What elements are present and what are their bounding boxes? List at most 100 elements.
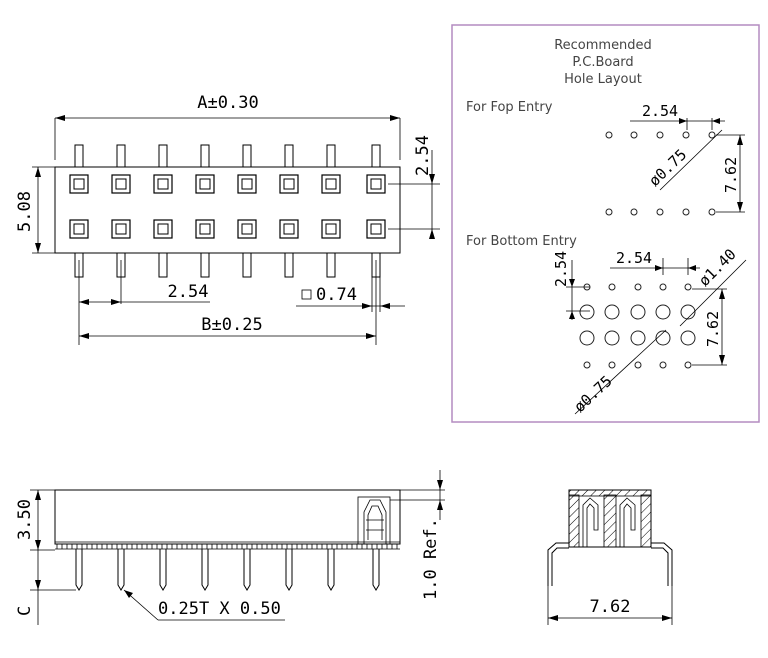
contact-outer <box>366 174 386 194</box>
top-pin-stubs <box>74 144 381 168</box>
top-view: A±0.30 2.54 5.08 2.54 0.74 <box>15 93 440 345</box>
bottom-entry-pitch-h-label: 2.54 <box>616 249 652 267</box>
arrow <box>35 167 41 177</box>
end-wall-left <box>568 494 580 548</box>
contact-outer <box>195 174 215 194</box>
pin-stub <box>371 144 381 168</box>
top-entry-pitch-label: 2.54 <box>642 102 678 120</box>
bottom-entry-holes <box>579 283 696 369</box>
contact-inner <box>199 223 211 235</box>
end-view: 7.62 <box>547 489 673 625</box>
pcb-hole-large <box>630 330 646 346</box>
end-leg-left-inner <box>551 547 569 586</box>
arrow <box>688 265 696 271</box>
pcb-hole-small <box>682 131 690 139</box>
dim-pitch-v-label: 2.54 <box>413 135 433 176</box>
pin-stub <box>200 144 210 168</box>
contact-outer <box>237 219 257 239</box>
arrow <box>366 333 376 339</box>
contact-inner <box>283 223 295 235</box>
contact-outer <box>237 174 257 194</box>
top-entry-label: For Fop Entry <box>466 100 553 115</box>
pcb-hole-large <box>655 330 671 346</box>
pcb-hole-large <box>680 330 696 346</box>
contact-outer <box>111 174 131 194</box>
side-view: 3.50 C 0.25T X 0.50 1.0 Ref. <box>15 470 445 625</box>
end-width-label: 7.62 <box>590 597 631 617</box>
end-leg-right-outer <box>651 542 673 586</box>
pin-stub <box>284 144 294 168</box>
arrow <box>569 311 575 319</box>
arrow <box>437 500 443 510</box>
pcb-hole-small <box>656 208 664 216</box>
dim-pitch-h-label: 2.54 <box>168 282 209 302</box>
pcb-hole-large <box>680 304 696 320</box>
contact-inner <box>325 223 337 235</box>
arrow <box>35 580 41 590</box>
pcb-hole-small <box>659 283 667 291</box>
arrow <box>79 333 89 339</box>
arrow <box>35 490 41 500</box>
contact-outer <box>69 174 89 194</box>
pcb-layout-frame <box>451 24 760 423</box>
pin-stub <box>326 144 336 168</box>
contact-inner <box>241 223 253 235</box>
arrow <box>124 590 133 598</box>
contact-outer <box>321 174 341 194</box>
arrow <box>35 540 41 550</box>
bottom-entry-large-dia-label: ø1.40 <box>695 245 740 290</box>
contact-inner <box>370 178 382 190</box>
contact-grid <box>69 174 386 239</box>
end-contact-left <box>582 497 599 547</box>
arrow <box>55 115 65 121</box>
connector-body-outline <box>54 166 401 254</box>
arrow <box>429 229 435 239</box>
contact-outer <box>195 219 215 239</box>
arrow <box>111 299 121 305</box>
pcb-hole-small <box>634 283 642 291</box>
pin-tail <box>200 252 210 278</box>
arrow <box>437 480 443 490</box>
contact-inner <box>199 178 211 190</box>
pcb-hole-large <box>655 304 671 320</box>
pcb-hole-small <box>684 283 692 291</box>
pin-tail <box>242 252 252 278</box>
pcb-hole-small <box>608 283 616 291</box>
pin-stub <box>116 144 126 168</box>
side-pin <box>201 549 209 591</box>
end-leg-left-outer <box>547 542 569 586</box>
pcb-hole-small <box>583 361 591 369</box>
pcb-hole-small <box>608 361 616 369</box>
arrow <box>79 299 89 305</box>
pcb-hole-small <box>708 131 716 139</box>
contact-outer <box>321 219 341 239</box>
pcb-title-line-2: P.C.Board <box>572 55 633 70</box>
pin-callout-label: 0.25T X 0.50 <box>158 599 281 619</box>
dim-height-label: 5.08 <box>15 191 35 232</box>
contact-inner <box>115 178 127 190</box>
contact-inner <box>115 223 127 235</box>
contact-inner <box>283 178 295 190</box>
pcb-hole-large <box>630 304 646 320</box>
contact-inner <box>157 223 169 235</box>
side-pin <box>372 549 380 591</box>
pcb-title-line-1: Recommended <box>554 38 652 53</box>
contact-outer <box>279 219 299 239</box>
arrow <box>362 303 372 309</box>
dim-b-label: B±0.25 <box>201 315 262 335</box>
pcb-hole-small <box>605 131 613 139</box>
bottom-entry-pitch-v-label: 2.54 <box>552 251 570 287</box>
pin-tail <box>284 252 294 278</box>
pcb-hole-small <box>605 208 613 216</box>
end-wall-right <box>640 494 652 548</box>
contact-inner <box>73 223 85 235</box>
end-wall-top <box>568 489 652 497</box>
side-pin <box>159 549 167 591</box>
side-height-label: 3.50 <box>15 499 35 540</box>
side-ref-label: 1.0 Ref. <box>421 518 441 600</box>
arrow <box>679 118 687 124</box>
contact-outer <box>69 219 89 239</box>
pcb-layout-panel: Recommended P.C.Board Hole Layout For Fo… <box>451 24 760 423</box>
arrow <box>712 118 720 124</box>
